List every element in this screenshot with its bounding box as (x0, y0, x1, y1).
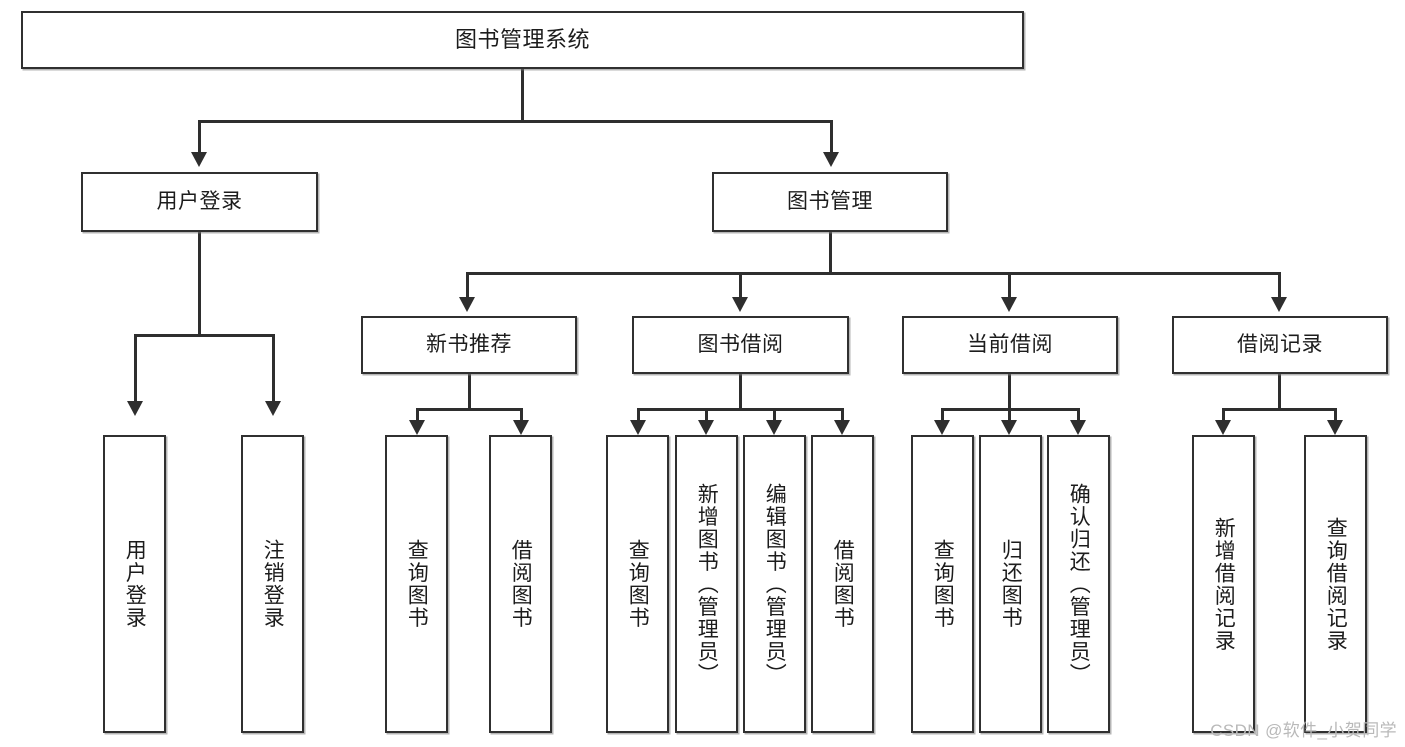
arrowhead-borrowrecord-leaf-1 (1215, 420, 1231, 435)
connector-root-to-bookmanage (830, 120, 833, 153)
node-label: 归还图书 (999, 539, 1023, 629)
node-label: 查询图书 (931, 539, 955, 629)
connector-bookborrow-drop-2 (705, 408, 708, 422)
arrowhead-userlogin-leaf-2 (265, 401, 281, 416)
leaf-logout[interactable]: 注销登录 (241, 435, 304, 733)
leaf-user-login[interactable]: 用户登录 (103, 435, 166, 733)
node-book-borrow[interactable]: 图书借阅 (632, 316, 849, 374)
connector-userlogin-drop-2 (272, 334, 275, 402)
connector-bookborrow-bus (637, 408, 843, 411)
arrowhead-bookmanage-to-bookborrow (732, 297, 748, 312)
node-current-borrow[interactable]: 当前借阅 (902, 316, 1118, 374)
connector-root-bus (198, 120, 832, 123)
connector-borrowrecord-drop-2 (1334, 408, 1337, 422)
leaf-newbook-query-book[interactable]: 查询图书 (385, 435, 448, 733)
node-label: 查询借阅记录 (1324, 516, 1348, 652)
arrowhead-currentborrow-leaf-2 (1001, 420, 1017, 435)
leaf-current-return-book[interactable]: 归还图书 (979, 435, 1042, 733)
connector-borrowrecord-stem (1278, 374, 1281, 410)
node-label: 图书管理系统 (454, 26, 590, 52)
connector-bookmanage-drop-3 (1008, 272, 1011, 299)
connector-bookborrow-drop-4 (841, 408, 844, 422)
connector-newbook-drop-1 (416, 408, 419, 422)
arrowhead-currentborrow-leaf-3 (1070, 420, 1086, 435)
node-label: 图书借阅 (697, 333, 784, 357)
arrowhead-bookborrow-leaf-1 (630, 420, 646, 435)
arrowhead-bookmanage-to-borrowrecord (1271, 297, 1287, 312)
leaf-borrow-edit-book-admin[interactable]: 编辑图书（管理员） (743, 435, 806, 733)
node-label: 图书管理 (787, 190, 873, 214)
node-label: 编辑图书（管理员） (763, 482, 787, 686)
node-label: 查询图书 (405, 539, 429, 629)
arrowhead-bookmanage-to-newbook (459, 297, 475, 312)
node-label: 借阅图书 (831, 539, 855, 629)
connector-userlogin-bus (134, 334, 274, 337)
arrowhead-userlogin-leaf-1 (127, 401, 143, 416)
connector-userlogin-stem (198, 232, 201, 336)
arrowhead-currentborrow-leaf-1 (934, 420, 950, 435)
connector-borrowrecord-drop-1 (1222, 408, 1225, 422)
connector-currentborrow-drop-3 (1077, 408, 1080, 422)
connector-currentborrow-stem (1008, 374, 1011, 410)
node-label: 注销登录 (261, 539, 285, 629)
node-user-login[interactable]: 用户登录 (81, 172, 318, 232)
connector-root-to-userlogin (198, 120, 201, 153)
connector-bookmanage-drop-1 (466, 272, 469, 299)
node-label: 新增借阅记录 (1212, 516, 1236, 652)
connector-borrowrecord-bus (1222, 408, 1336, 411)
node-label: 确认归还（管理员） (1067, 482, 1091, 686)
leaf-current-confirm-return-admin[interactable]: 确认归还（管理员） (1047, 435, 1110, 733)
arrowhead-borrowrecord-leaf-2 (1327, 420, 1343, 435)
node-label: 新增图书（管理员） (695, 482, 719, 686)
node-book-manage[interactable]: 图书管理 (712, 172, 948, 232)
node-label: 当前借阅 (967, 333, 1053, 357)
node-label: 借阅记录 (1237, 333, 1323, 357)
node-label: 新书推荐 (426, 333, 512, 357)
connector-bookmanage-drop-2 (739, 272, 742, 299)
leaf-record-add-record[interactable]: 新增借阅记录 (1192, 435, 1255, 733)
leaf-newbook-borrow-book[interactable]: 借阅图书 (489, 435, 552, 733)
node-label: 用户登录 (123, 539, 147, 629)
leaf-record-query-record[interactable]: 查询借阅记录 (1304, 435, 1367, 733)
connector-newbook-stem (468, 374, 471, 410)
connector-currentborrow-drop-1 (941, 408, 944, 422)
connector-newbook-drop-2 (520, 408, 523, 422)
leaf-borrow-borrow-book[interactable]: 借阅图书 (811, 435, 874, 733)
connector-currentborrow-drop-2 (1008, 408, 1011, 422)
arrowhead-newbook-leaf-2 (513, 420, 529, 435)
leaf-current-query-book[interactable]: 查询图书 (911, 435, 974, 733)
csdn-watermark: CSDN @软件_小贺同学 (1210, 721, 1397, 740)
node-label: 借阅图书 (509, 539, 533, 629)
arrowhead-newbook-leaf-1 (409, 420, 425, 435)
leaf-borrow-add-book-admin[interactable]: 新增图书（管理员） (675, 435, 738, 733)
connector-currentborrow-bus (941, 408, 1080, 411)
connector-bookborrow-stem (739, 374, 742, 410)
node-borrow-record[interactable]: 借阅记录 (1172, 316, 1388, 374)
arrowhead-bookborrow-leaf-4 (834, 420, 850, 435)
connector-bookmanage-bus (466, 272, 1280, 275)
node-new-book-recommend[interactable]: 新书推荐 (361, 316, 577, 374)
arrowhead-bookmanage-to-currentborrow (1001, 297, 1017, 312)
connector-bookmanage-stem (829, 232, 832, 274)
node-root-system[interactable]: 图书管理系统 (21, 11, 1024, 69)
connector-newbook-bus (416, 408, 522, 411)
connector-bookmanage-drop-4 (1278, 272, 1281, 299)
arrowhead-bookborrow-leaf-3 (766, 420, 782, 435)
connector-bookborrow-drop-1 (637, 408, 640, 422)
arrowhead-bookborrow-leaf-2 (698, 420, 714, 435)
node-label: 用户登录 (156, 190, 243, 214)
leaf-borrow-query-book[interactable]: 查询图书 (606, 435, 669, 733)
connector-root-stem (521, 69, 524, 122)
arrowhead-root-to-userlogin (191, 152, 207, 167)
node-label: 查询图书 (626, 539, 650, 629)
connector-userlogin-drop-1 (134, 334, 137, 402)
connector-bookborrow-drop-3 (773, 408, 776, 422)
arrowhead-root-to-bookmanage (823, 152, 839, 167)
